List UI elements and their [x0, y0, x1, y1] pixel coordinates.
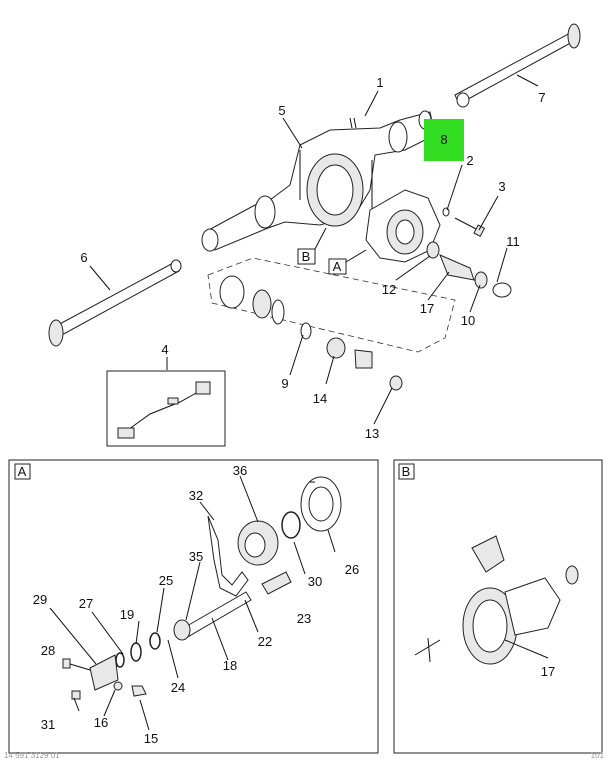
footer-page-number: 101: [590, 751, 604, 760]
axle-assembly: 8 B A 1 2 3 4 5 6 7: [48, 23, 581, 441]
callout-17: 17: [420, 301, 434, 316]
o-ring-25[interactable]: [149, 632, 161, 650]
callout-16: 16: [94, 715, 108, 730]
capscrew[interactable]: [454, 217, 486, 237]
callout-9: 9: [281, 376, 288, 391]
breather-fitting[interactable]: [349, 117, 357, 129]
callout-27: 27: [79, 596, 93, 611]
pinion-seal[interactable]: [474, 271, 488, 289]
toothed-ring[interactable]: [300, 476, 342, 532]
view-ref-a[interactable]: A: [328, 249, 367, 275]
shift-fork[interactable]: [207, 515, 249, 597]
callout-3: 3: [498, 179, 505, 194]
drive-pinion[interactable]: [439, 254, 475, 281]
thrust-washer[interactable]: [300, 322, 312, 340]
axle-shaft-right[interactable]: [454, 23, 581, 108]
pinion-flange[interactable]: [492, 282, 512, 298]
spider-pinion[interactable]: [354, 349, 373, 369]
callout-7: 7: [538, 90, 545, 105]
piston[interactable]: [173, 619, 191, 641]
callout-35: 35: [189, 549, 203, 564]
callout-25: 25: [159, 573, 173, 588]
panel-a-label: A: [18, 464, 27, 479]
callout-2: 2: [466, 153, 473, 168]
panel-b-label: B: [402, 464, 411, 479]
view-ref-b[interactable]: B: [297, 227, 327, 265]
callout-29: 29: [33, 592, 47, 607]
callout-14: 14: [313, 391, 327, 406]
callout-6: 6: [80, 250, 87, 265]
view-ref-b-label: B: [302, 249, 311, 264]
indicator-switch[interactable]: [131, 685, 147, 697]
wiring-harness-kit[interactable]: [106, 370, 226, 447]
callout-4: 4: [161, 342, 168, 357]
callout-13: 13: [365, 426, 379, 441]
panel-b: B 17: [393, 459, 603, 754]
differential-carrier[interactable]: [365, 189, 441, 263]
pinion-gear-b[interactable]: [471, 535, 505, 573]
callout-31: 31: [41, 717, 55, 732]
footer-code: 14 591 3129 01: [4, 751, 60, 760]
callout-5: 5: [278, 103, 285, 118]
shift-cylinder[interactable]: [89, 654, 119, 691]
differential-case[interactable]: [504, 565, 579, 636]
capscrew-31[interactable]: [71, 690, 81, 700]
callout-12: 12: [382, 282, 396, 297]
callout-10: 10: [461, 313, 475, 328]
side-gear[interactable]: [326, 337, 346, 359]
axle-shaft-left[interactable]: [48, 259, 182, 347]
differential-case-half[interactable]: [219, 275, 285, 325]
view-ref-a-label: A: [333, 259, 342, 274]
pinion-bearing[interactable]: [426, 241, 440, 259]
callout-11: 11: [506, 234, 520, 249]
washer[interactable]: [442, 207, 450, 217]
callout-18: 18: [223, 658, 237, 673]
callout-19: 19: [120, 607, 134, 622]
clutch-collar[interactable]: [237, 520, 279, 566]
callout-1: 1: [376, 75, 383, 90]
panel-a: A: [8, 459, 379, 754]
highlighted-part-8[interactable]: 8: [424, 119, 464, 161]
snap-ring[interactable]: [281, 511, 301, 539]
callout-15: 15: [144, 731, 158, 746]
callout-8: 8: [440, 132, 447, 147]
callout-36: 36: [233, 463, 247, 478]
capscrew-28[interactable]: [62, 658, 91, 671]
callout-26: 26: [345, 562, 359, 577]
callout-22: 22: [258, 634, 272, 649]
ring-gear[interactable]: [462, 587, 518, 665]
callout-23: 23: [297, 611, 311, 626]
callout-28: 28: [41, 643, 55, 658]
callout-24: 24: [171, 680, 185, 695]
spider-b[interactable]: [414, 637, 441, 663]
switch-16[interactable]: [113, 681, 123, 691]
compression-spring[interactable]: [261, 571, 292, 595]
bearing-cone[interactable]: [389, 375, 403, 391]
callout-30: 30: [308, 574, 322, 589]
callout-32: 32: [189, 488, 203, 503]
callout-17-b: 17: [541, 664, 555, 679]
